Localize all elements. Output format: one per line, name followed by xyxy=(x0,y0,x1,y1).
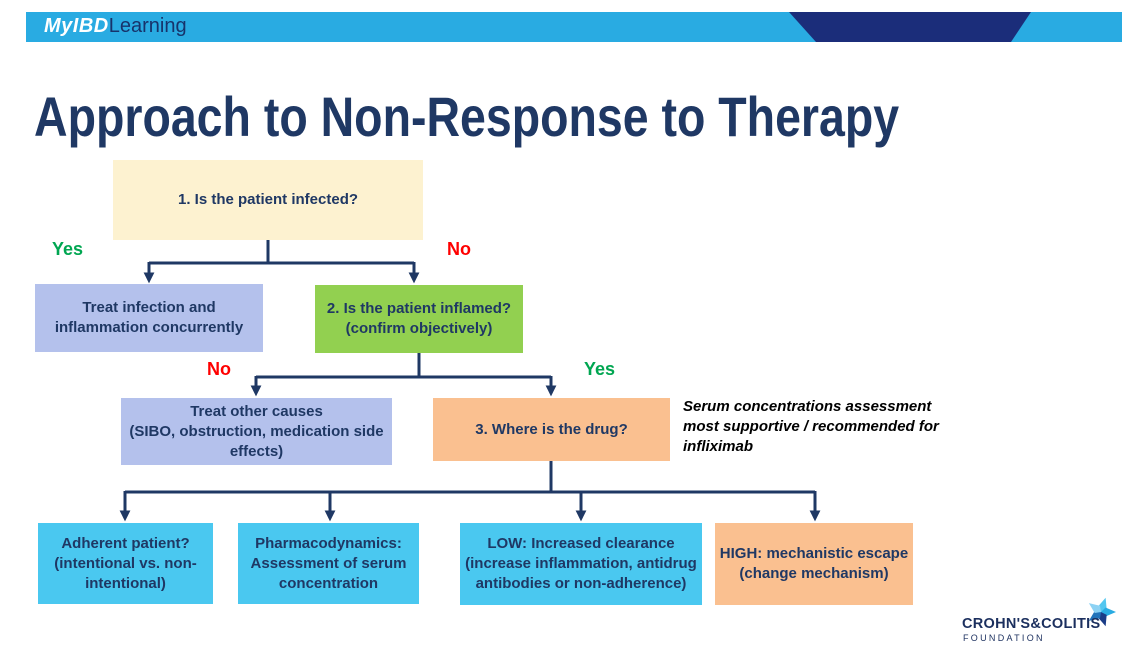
flow-node-treat-other-causes: Treat other causes (SIBO, obstruction, m… xyxy=(121,398,392,465)
serum-annotation: Serum concentrations assessment most sup… xyxy=(683,397,953,457)
branch-label-no-2: No xyxy=(207,359,231,379)
node-text-line: concentration xyxy=(278,574,379,592)
node-text-line: 1. Is the patient infected? xyxy=(177,191,359,208)
node-text-line: HIGH: mechanistic escape xyxy=(719,545,909,562)
node-text-line: inflammation concurrently xyxy=(54,319,244,336)
node-text-line: Treat other causes xyxy=(190,402,323,420)
brand-subtitle: FOUNDATION xyxy=(963,633,1045,643)
annotation-line: Serum concentrations assessment xyxy=(683,398,932,415)
node-text-line: 2. Is the patient inflamed? xyxy=(326,300,512,317)
flow-node-low-increased-clearance: LOW: Increased clearance (increase infla… xyxy=(460,523,702,605)
crohns-colitis-foundation-logo: CROHN'S&COLITIS FOUNDATION xyxy=(958,595,1143,645)
myibd-learning-logo: MyIBDLearning xyxy=(44,15,187,38)
annotation-line: most supportive / recommended for xyxy=(683,418,939,435)
flow-node-is-patient-infected: 1. Is the patient infected? xyxy=(113,160,423,240)
node-text-line: (change mechanism) xyxy=(739,565,889,582)
node-text-line: (increase inflammation, antidrug xyxy=(465,555,697,572)
page-title: Approach to Non-Response to Therapy xyxy=(34,85,900,148)
flow-node-where-is-drug: 3. Where is the drug? xyxy=(433,398,670,461)
node-text-line: antibodies or non-adherence) xyxy=(475,575,687,592)
node-text-line: intentional) xyxy=(85,574,166,592)
logo-prefix: MyIBD xyxy=(44,15,109,37)
node-text-line: 3. Where is the drug? xyxy=(475,420,628,438)
header-bar: MyIBDLearning xyxy=(26,12,1122,42)
logo-suffix: Learning xyxy=(108,15,187,37)
node-text-line: Assessment of serum xyxy=(250,554,407,572)
flow-node-treat-infection: Treat infection and inflammation concurr… xyxy=(35,284,263,352)
foundation-star-icon xyxy=(1088,597,1116,627)
node-text-line: Pharmacodynamics: xyxy=(255,534,402,552)
branch-label-yes-1: Yes xyxy=(52,239,84,259)
node-text-line: Adherent patient? xyxy=(61,534,190,552)
flow-node-adherent-patient: Adherent patient? (intentional vs. non- … xyxy=(38,523,213,604)
node-text-line: Treat infection and xyxy=(82,299,216,316)
node-text-line: (intentional vs. non- xyxy=(54,554,197,572)
annotation-line: infliximab xyxy=(683,438,754,455)
node-text-line: effects) xyxy=(229,442,284,460)
branch-label-no-1: No xyxy=(447,239,471,259)
node-text-line: LOW: Increased clearance xyxy=(487,535,675,552)
node-text-line: (confirm objectively) xyxy=(345,320,493,337)
flow-node-high-mechanistic-escape: HIGH: mechanistic escape (change mechani… xyxy=(715,523,913,605)
flow-node-is-patient-inflamed: 2. Is the patient inflamed? (confirm obj… xyxy=(315,285,523,353)
brand-name: CROHN'S&COLITIS xyxy=(962,616,1101,632)
branch-label-yes-2: Yes xyxy=(584,359,616,379)
flow-node-pharmacodynamics: Pharmacodynamics: Assessment of serum co… xyxy=(238,523,419,604)
node-text-line: (SIBO, obstruction, medication side xyxy=(129,422,384,440)
header-trapezoid-shape xyxy=(789,12,1031,42)
